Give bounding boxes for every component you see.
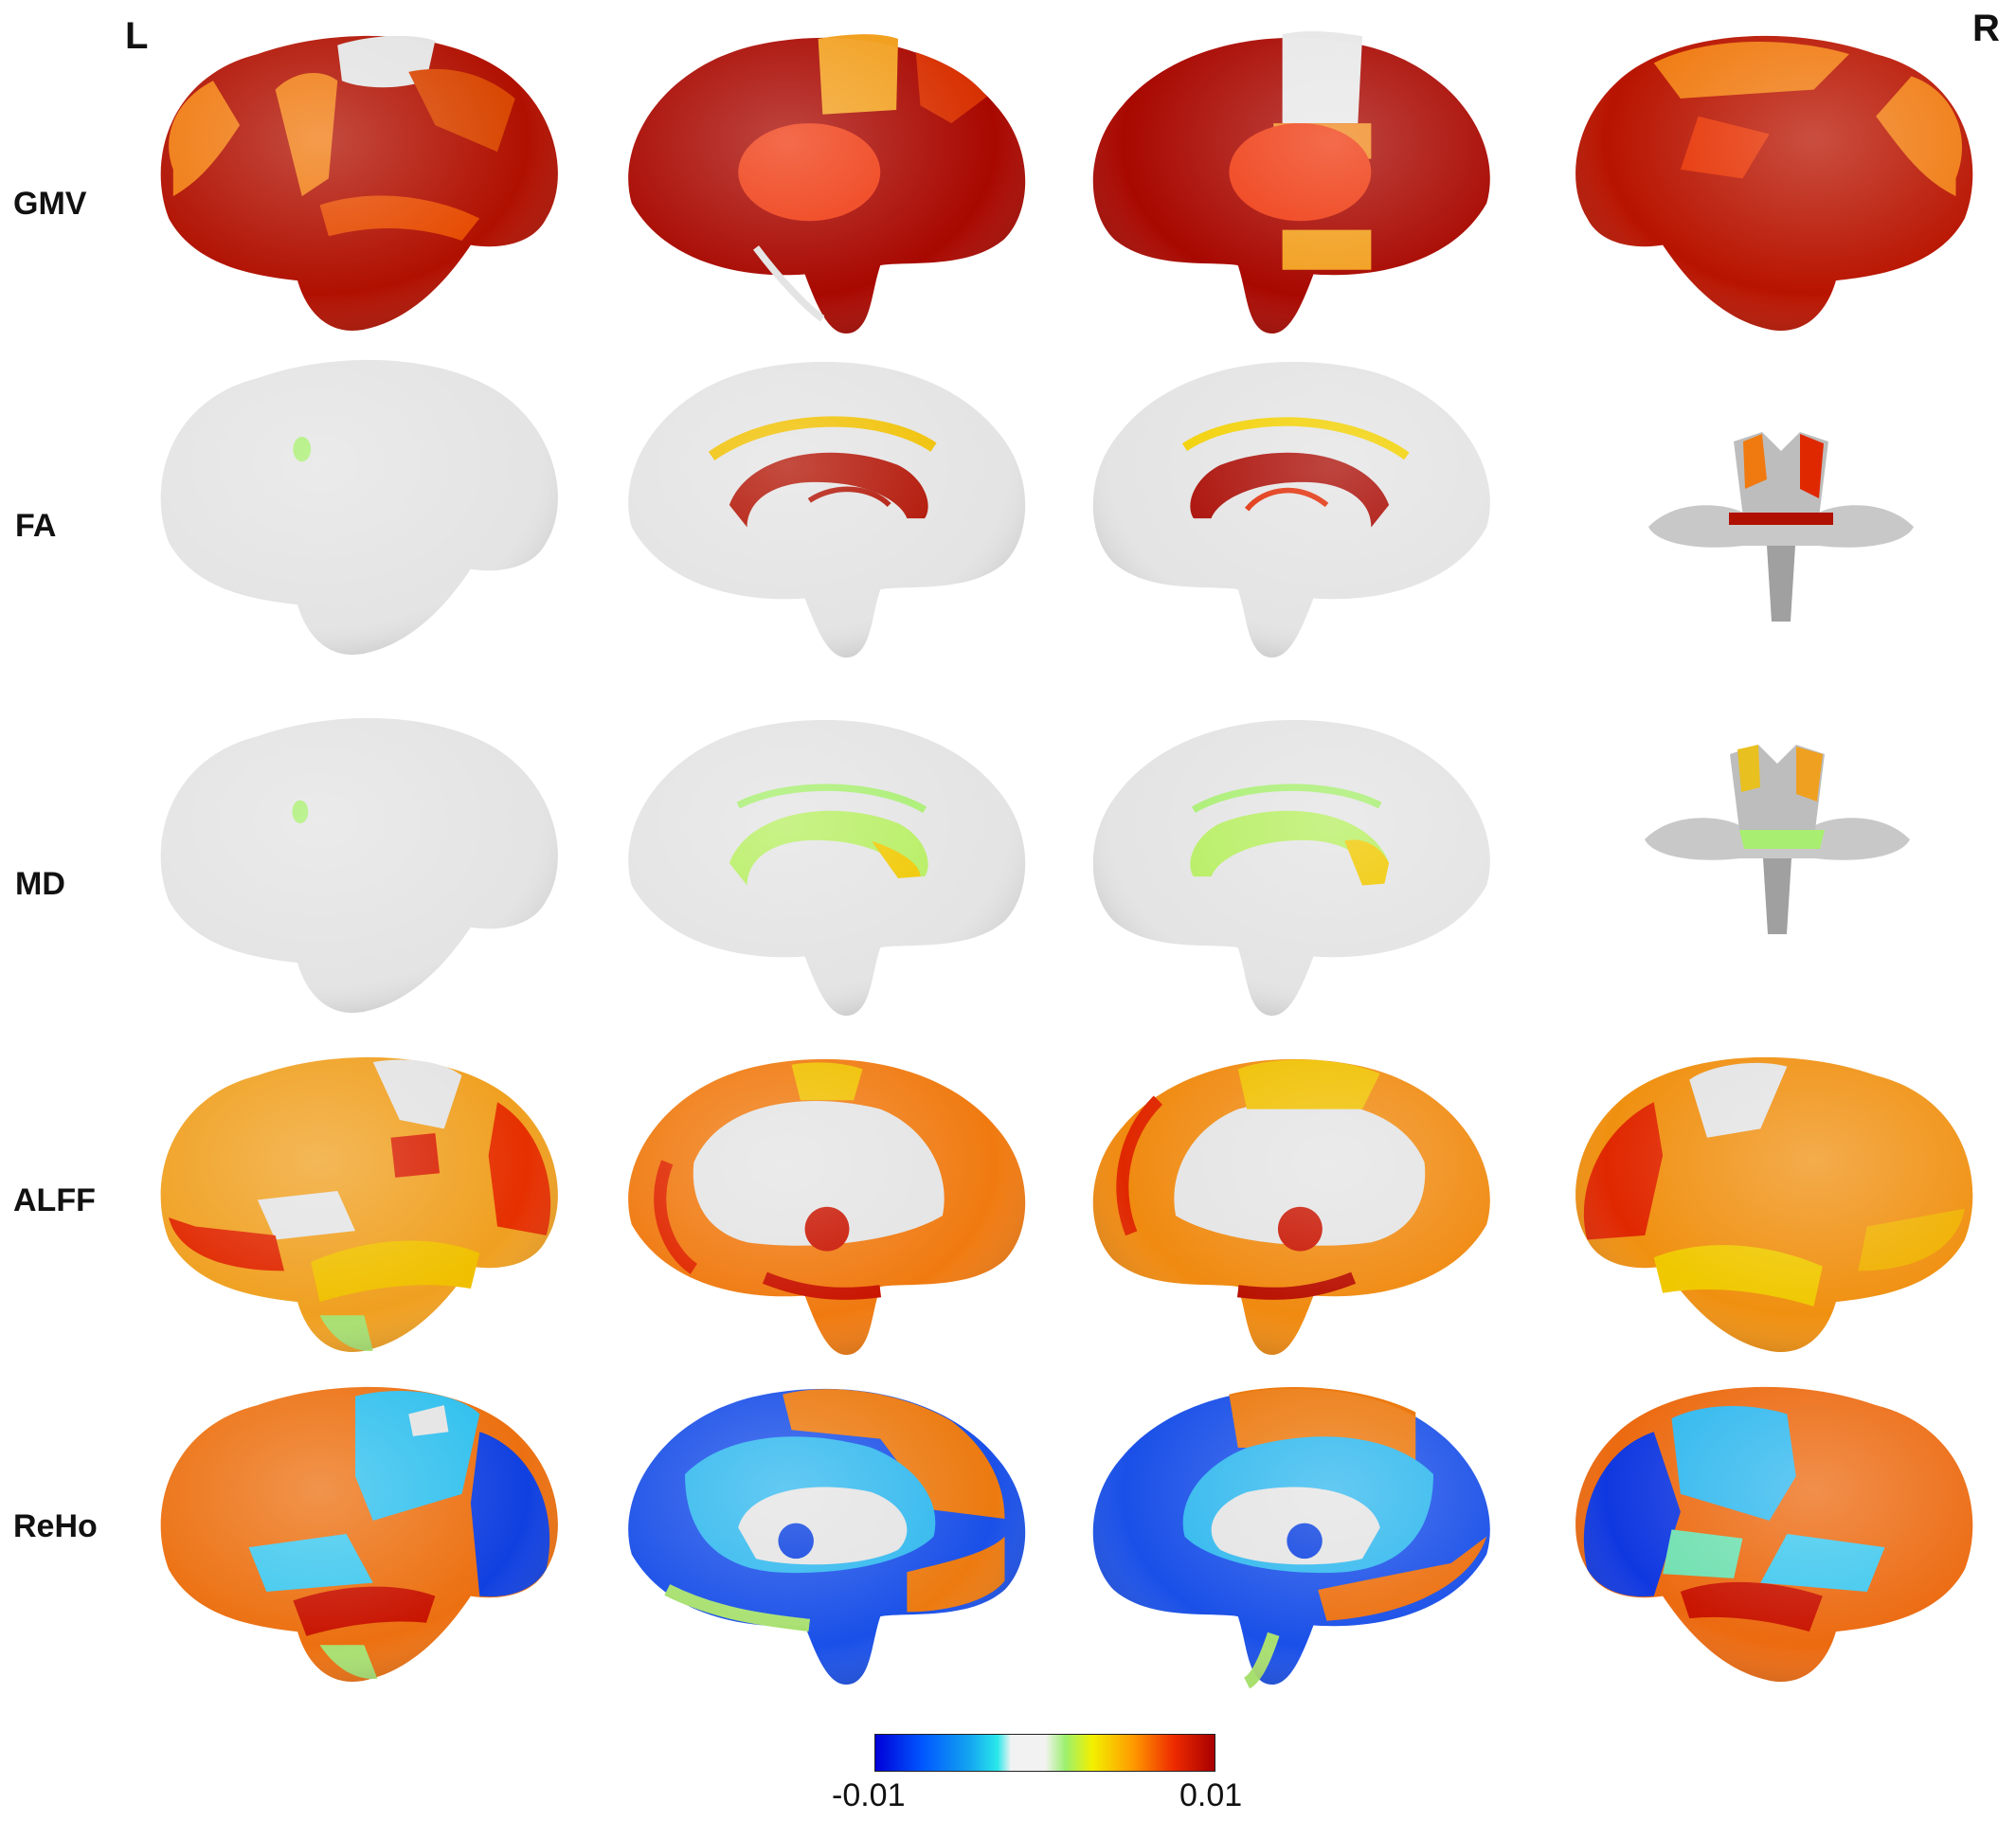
- gmv-right-medial-brain: [1078, 25, 1504, 337]
- fa-left-lateral-brain: [142, 351, 568, 663]
- alff-left-medial-brain: [614, 1046, 1040, 1359]
- alff-right-medial-brain: [1078, 1046, 1504, 1359]
- row-label-md: MD: [15, 866, 65, 902]
- gmv-left-medial-brain: [614, 25, 1040, 337]
- reho-right-lateral-brain: [1565, 1378, 1991, 1690]
- row-label-reho: ReHo: [13, 1508, 98, 1544]
- fa-left-medial-brain: [614, 349, 1040, 661]
- fa-brainstem-cerebellum: [1639, 423, 1923, 626]
- alff-left-lateral-brain: [142, 1048, 568, 1361]
- md-right-medial-brain: [1078, 707, 1504, 1019]
- row-label-fa: FA: [15, 508, 57, 544]
- left-hemisphere-label: L: [125, 15, 149, 57]
- md-left-lateral-brain: [142, 709, 568, 1021]
- reho-right-medial-brain: [1078, 1376, 1504, 1689]
- colorbar-min-label: -0.01: [832, 1777, 906, 1813]
- colorbar: [874, 1734, 1215, 1772]
- row-label-alff: ALFF: [13, 1182, 96, 1218]
- reho-left-lateral-brain: [142, 1378, 568, 1690]
- alff-right-lateral-brain: [1565, 1048, 1991, 1361]
- gmv-right-lateral-brain: [1565, 27, 1991, 339]
- row-label-gmv: GMV: [13, 186, 87, 222]
- colorbar-max-label: 0.01: [1179, 1777, 1243, 1813]
- gmv-left-lateral-brain: [142, 27, 568, 339]
- fa-right-medial-brain: [1078, 349, 1504, 661]
- reho-left-medial-brain: [614, 1376, 1040, 1688]
- right-hemisphere-label: R: [1972, 8, 2000, 49]
- md-brainstem-cerebellum: [1635, 735, 1919, 939]
- md-left-medial-brain: [614, 707, 1040, 1019]
